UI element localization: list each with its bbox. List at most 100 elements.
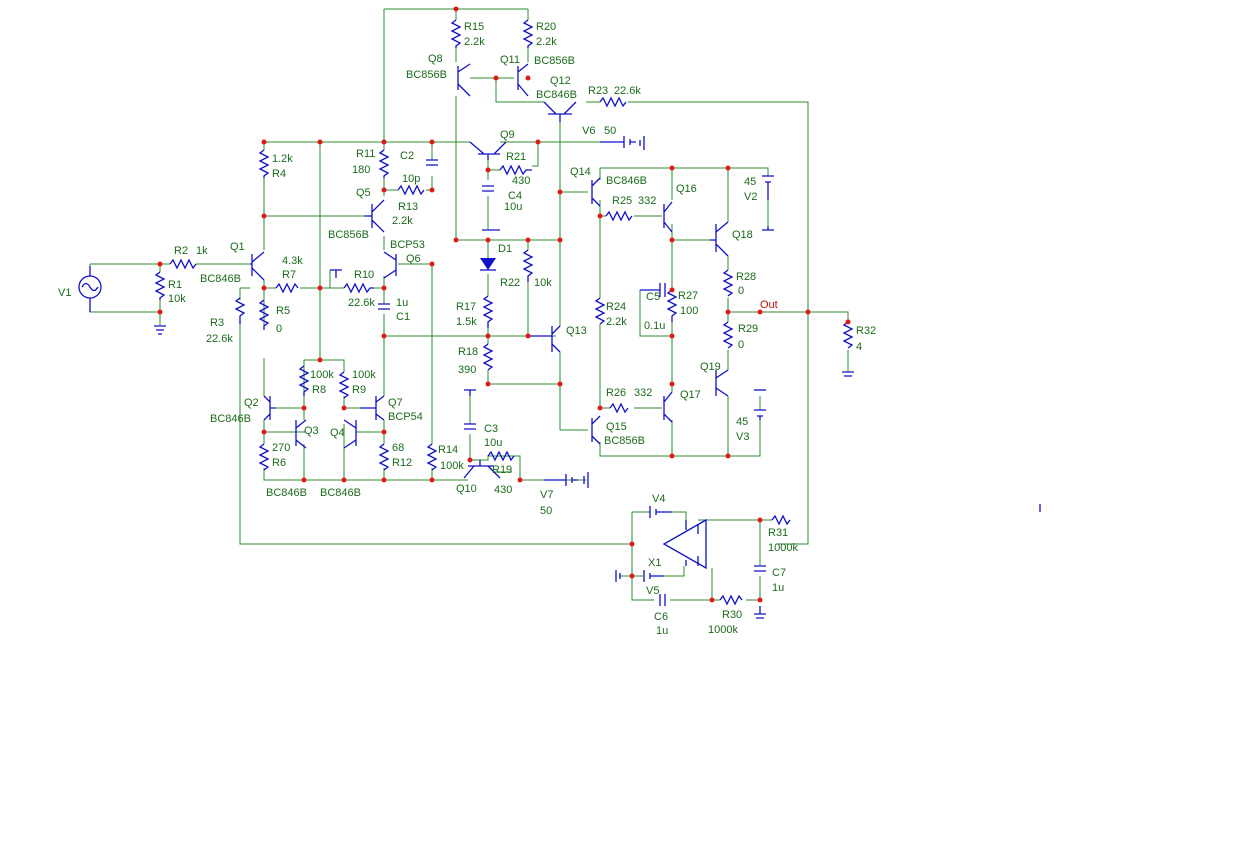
label-C6: C6 — [654, 611, 668, 623]
label-Q2: Q2 — [244, 397, 259, 409]
battery-V6 — [600, 136, 636, 148]
resistor-R24 — [594, 297, 606, 325]
resistor-R17 — [482, 295, 494, 328]
resistor-R9 — [338, 371, 350, 399]
capacitor-C4 — [482, 185, 494, 192]
label-R5-value: 0 — [276, 323, 282, 335]
resistor-R5 — [258, 299, 270, 330]
transistor-Q9 — [469, 141, 507, 160]
label-Q15: Q15 — [606, 421, 627, 433]
label-R13-value: 2.2k — [392, 215, 413, 227]
label-Q4: Q4 — [330, 427, 345, 439]
transistor-Q19 — [715, 369, 729, 397]
capacitor-C6 — [659, 594, 666, 606]
resistor-R15 — [450, 19, 462, 48]
components — [78, 19, 1041, 619]
label-R12-value: 68 — [392, 442, 404, 454]
resistor-R6 — [258, 443, 270, 471]
label-V3-value: 45 — [736, 416, 748, 428]
label-R19-value: 430 — [494, 484, 512, 496]
label-R15-value: 2.2k — [464, 36, 485, 48]
label-R17: R17 — [456, 301, 476, 313]
ground-icon — [154, 325, 166, 335]
label-V4: V4 — [652, 493, 665, 505]
label-D1: D1 — [498, 243, 512, 255]
resistor-R4 — [258, 149, 270, 178]
label-R4: R4 — [272, 168, 286, 180]
label-R8-value: 100k — [310, 369, 334, 381]
label-R20-value: 2.2k — [536, 36, 557, 48]
label-Q3: Q3 — [304, 425, 319, 437]
transistor-Q7 — [360, 395, 385, 421]
label-Q5: Q5 — [356, 187, 371, 199]
wires — [89, 8, 849, 601]
label-Q4-type: BC846B — [320, 487, 361, 499]
label-R7: R7 — [282, 269, 296, 281]
label-Q2-type: BC846B — [210, 413, 251, 425]
label-R26: R26 — [606, 387, 626, 399]
label-R17-value: 1.5k — [456, 316, 477, 328]
label-R18: R18 — [458, 346, 478, 358]
resistor-R13 — [397, 184, 425, 196]
resistor-R31 — [771, 514, 791, 526]
label-R6: R6 — [272, 457, 286, 469]
label-R11: R11 — [356, 148, 375, 160]
label-Q14: Q14 — [570, 166, 591, 178]
label-V7: V7 — [540, 489, 553, 501]
label-Q11-type: BC856B — [534, 55, 575, 67]
label-R21: R21 — [506, 151, 526, 163]
label-Q8-type: BC856B — [406, 69, 447, 81]
resistor-R23 — [599, 96, 627, 108]
label-R23: R23 — [588, 85, 608, 97]
label-C1: C1 — [396, 311, 410, 323]
label-Q14-type: BC846B — [606, 175, 647, 187]
resistor-R29 — [722, 321, 734, 349]
label-Q9: Q9 — [500, 129, 515, 141]
resistor-R11 — [378, 149, 390, 178]
label-Q7-type: BCP54 — [388, 411, 423, 423]
label-C2-value: 10p — [402, 173, 420, 185]
label-Q16: Q16 — [676, 183, 697, 195]
label-R3: R3 — [210, 317, 224, 329]
label-Q6: Q6 — [406, 253, 421, 265]
resistor-R21 — [499, 164, 532, 176]
label-R15: R15 — [464, 21, 484, 33]
label-R2-value: 1k — [196, 245, 208, 257]
resistor-R32 — [842, 321, 854, 349]
label-R20: R20 — [536, 21, 556, 33]
label-R7-value: 4.3k — [282, 255, 303, 267]
ground-icon — [754, 606, 766, 619]
capacitor-C5 — [640, 283, 666, 297]
label-R27-value: 100 — [680, 305, 698, 317]
label-C5: C5 — [646, 291, 660, 303]
label-Q15-type: BC856B — [604, 435, 645, 447]
transistor-Q5 — [364, 199, 385, 233]
label-C2: C2 — [400, 150, 414, 162]
label-R25-value: 332 — [638, 195, 656, 207]
label-R30-value: 1000k — [708, 624, 738, 636]
ground-icon — [639, 136, 645, 150]
battery-V4 — [649, 506, 672, 518]
label-R31: R31 — [768, 527, 788, 539]
transistor-Q1 — [250, 251, 265, 281]
transistor-Q16 — [663, 201, 673, 233]
label-R12: R12 — [392, 457, 412, 469]
label-R19: R19 — [492, 464, 512, 476]
label-V2-value: 45 — [744, 176, 756, 188]
ground-icon — [762, 226, 774, 231]
capacitor-C7 — [754, 565, 766, 572]
label-R5: R5 — [276, 305, 290, 317]
label-C3-value: 10u — [484, 437, 502, 449]
transistor-Q3 — [295, 419, 307, 449]
diode-D1 — [480, 258, 496, 271]
label-C3: C3 — [484, 423, 498, 435]
label-Q7: Q7 — [388, 397, 403, 409]
battery-V3 — [754, 409, 766, 420]
label-Q3-type: BC846B — [266, 487, 307, 499]
transistor-Q13 — [528, 325, 561, 353]
label-Q13: Q13 — [566, 325, 587, 337]
label-R24: R24 — [606, 301, 626, 313]
label-Q12-type: BC846B — [536, 89, 577, 101]
label-Out: Out — [760, 299, 778, 311]
